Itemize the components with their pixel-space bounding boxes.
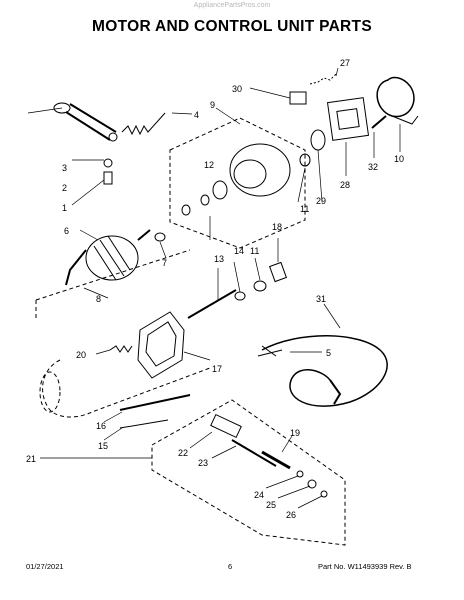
- callout-4: 4: [194, 110, 199, 120]
- clamp-5: [257, 345, 283, 357]
- callout-1: 1: [62, 203, 67, 213]
- washer-2: [103, 158, 113, 168]
- callout-3: 3: [62, 163, 67, 173]
- brush-holder-16: [119, 394, 191, 411]
- callout-27: 27: [340, 58, 350, 68]
- callout-7: 7: [162, 258, 167, 268]
- part-19: [261, 450, 291, 470]
- callout-16: 16: [96, 421, 106, 431]
- clip-ring-10: [376, 76, 415, 118]
- callout-12: 12: [204, 160, 214, 170]
- callout-9: 9: [210, 100, 215, 110]
- callout-8: 8: [96, 294, 101, 304]
- part-11-top: [299, 153, 311, 167]
- control-board: [326, 97, 370, 141]
- wire-27: [309, 73, 337, 85]
- group-box-9: [169, 117, 306, 249]
- callout-20: 20: [76, 350, 86, 360]
- callout-30: 30: [232, 84, 242, 94]
- bracket-30: [289, 91, 307, 105]
- lever-arm: [65, 103, 117, 141]
- callout-22: 22: [178, 448, 188, 458]
- callout-labels: 1 2 3 4 5 6 7 8 9 10 11 11 12 13 14 15 1…: [26, 58, 404, 520]
- callout-32: 32: [368, 162, 378, 172]
- field-coil: [137, 311, 185, 379]
- callout-28: 28: [340, 180, 350, 190]
- callout-26: 26: [286, 510, 296, 520]
- callout-31: 31: [316, 294, 326, 304]
- callout-5: 5: [326, 348, 331, 358]
- callout-6: 6: [64, 226, 69, 236]
- bearing-7: [154, 232, 166, 242]
- part-26: [320, 490, 328, 498]
- part-24: [296, 470, 304, 478]
- page-title: MOTOR AND CONTROL UNIT PARTS: [92, 18, 372, 35]
- part-29: [310, 129, 326, 151]
- part-18: [268, 261, 288, 283]
- leader-lines: [27, 67, 401, 509]
- screw-1: [103, 171, 113, 185]
- callout-17: 17: [212, 364, 222, 374]
- callout-13: 13: [214, 254, 224, 264]
- screw-32: [371, 115, 387, 129]
- callout-15: 15: [98, 441, 108, 451]
- part-25: [307, 479, 317, 489]
- callout-11-mid: 11: [250, 246, 259, 256]
- group-box-21: [151, 399, 346, 546]
- footer-page-number: 6: [228, 562, 233, 571]
- part-23: [231, 439, 277, 467]
- callout-18: 18: [272, 222, 282, 232]
- callout-24: 24: [254, 490, 264, 500]
- gear-12: [212, 180, 228, 200]
- callout-19: 19: [290, 428, 300, 438]
- callout-11-top: 11: [300, 204, 309, 214]
- shaft-13: [187, 289, 237, 319]
- armature: [85, 235, 139, 281]
- part-14: [234, 291, 246, 301]
- footer-part-number: Part No. W11493939 Rev. B: [318, 562, 412, 571]
- power-cord-31: [261, 335, 388, 407]
- spring-4: [121, 112, 166, 136]
- callout-25: 25: [266, 500, 276, 510]
- callout-2: 2: [62, 183, 67, 193]
- callout-10: 10: [394, 154, 404, 164]
- spring-20: [109, 345, 133, 353]
- housing-end-cap: [39, 371, 61, 413]
- watermark: AppliancePartsPros.com: [193, 2, 271, 9]
- brush-holder-15: [119, 419, 169, 429]
- callout-21: 21: [26, 454, 36, 464]
- part-22: [210, 413, 242, 439]
- footer-date: 01/27/2021: [26, 562, 64, 571]
- callout-23: 23: [198, 458, 208, 468]
- part-11-mid: [253, 280, 267, 292]
- callout-14: 14: [234, 246, 244, 256]
- fan-housing: [229, 143, 291, 197]
- callout-29: 29: [316, 196, 326, 206]
